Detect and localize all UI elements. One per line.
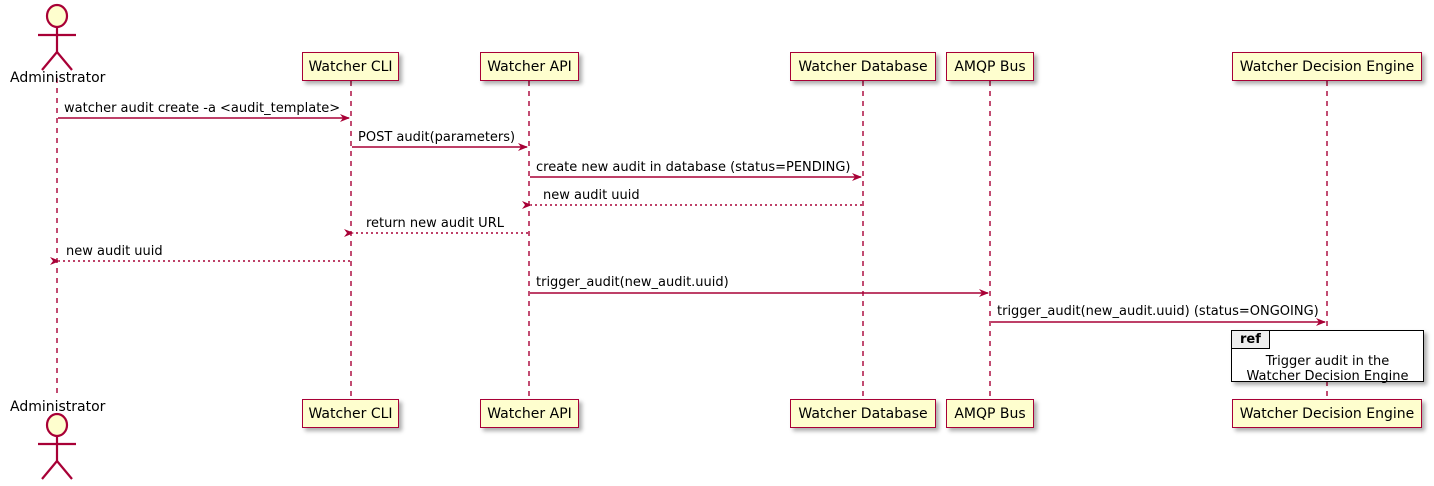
ref-fragment-body: Trigger audit in the Watcher Decision En… [1232,354,1423,384]
participant-box-watcher-decision-engine-bottom[interactable]: Watcher Decision Engine [1232,399,1422,428]
actor-label-administrator-bottom: Administrator [10,399,106,415]
ref-fragment-tab-label: ref [1232,331,1270,349]
message-label-7: trigger_audit(new_audit.uuid) [536,275,729,290]
participant-box-watcher-database-bottom[interactable]: Watcher Database [790,399,936,428]
message-label-8: trigger_audit(new_audit.uuid) (status=ON… [997,304,1319,319]
message-label-2: POST audit(parameters) [358,130,516,145]
participant-box-watcher-api-top[interactable]: Watcher API [480,52,579,81]
messages-group [50,114,1326,326]
participant-box-watcher-cli-top[interactable]: Watcher CLI [302,52,399,81]
participant-box-watcher-cli-bottom[interactable]: Watcher CLI [302,399,399,428]
lifelines-group [56,78,1328,399]
participant-box-amqp-bus-top[interactable]: AMQP Bus [946,52,1034,81]
message-label-6: new audit uuid [66,244,163,259]
ref-fragment-line-2: Watcher Decision Engine [1246,369,1409,384]
ref-fragment-line-1: Trigger audit in the [1265,354,1390,369]
ref-fragment: ref Trigger audit in the Watcher Decisio… [1231,330,1424,384]
participant-box-watcher-database-top[interactable]: Watcher Database [790,52,936,81]
actor-label-administrator-top: Administrator [10,70,106,86]
message-label-3: create new audit in database (status=PEN… [536,160,851,175]
actor-administrator-bottom-icon [38,412,76,480]
message-label-4: new audit uuid [543,188,640,203]
participant-box-watcher-decision-engine-top[interactable]: Watcher Decision Engine [1232,52,1422,81]
message-label-5: return new audit URL [366,216,504,231]
message-label-1: watcher audit create -a <audit_template> [64,101,341,116]
participant-box-watcher-api-bottom[interactable]: Watcher API [480,399,579,428]
participant-box-amqp-bus-bottom[interactable]: AMQP Bus [946,399,1034,428]
actor-administrator-top-icon [38,3,76,71]
